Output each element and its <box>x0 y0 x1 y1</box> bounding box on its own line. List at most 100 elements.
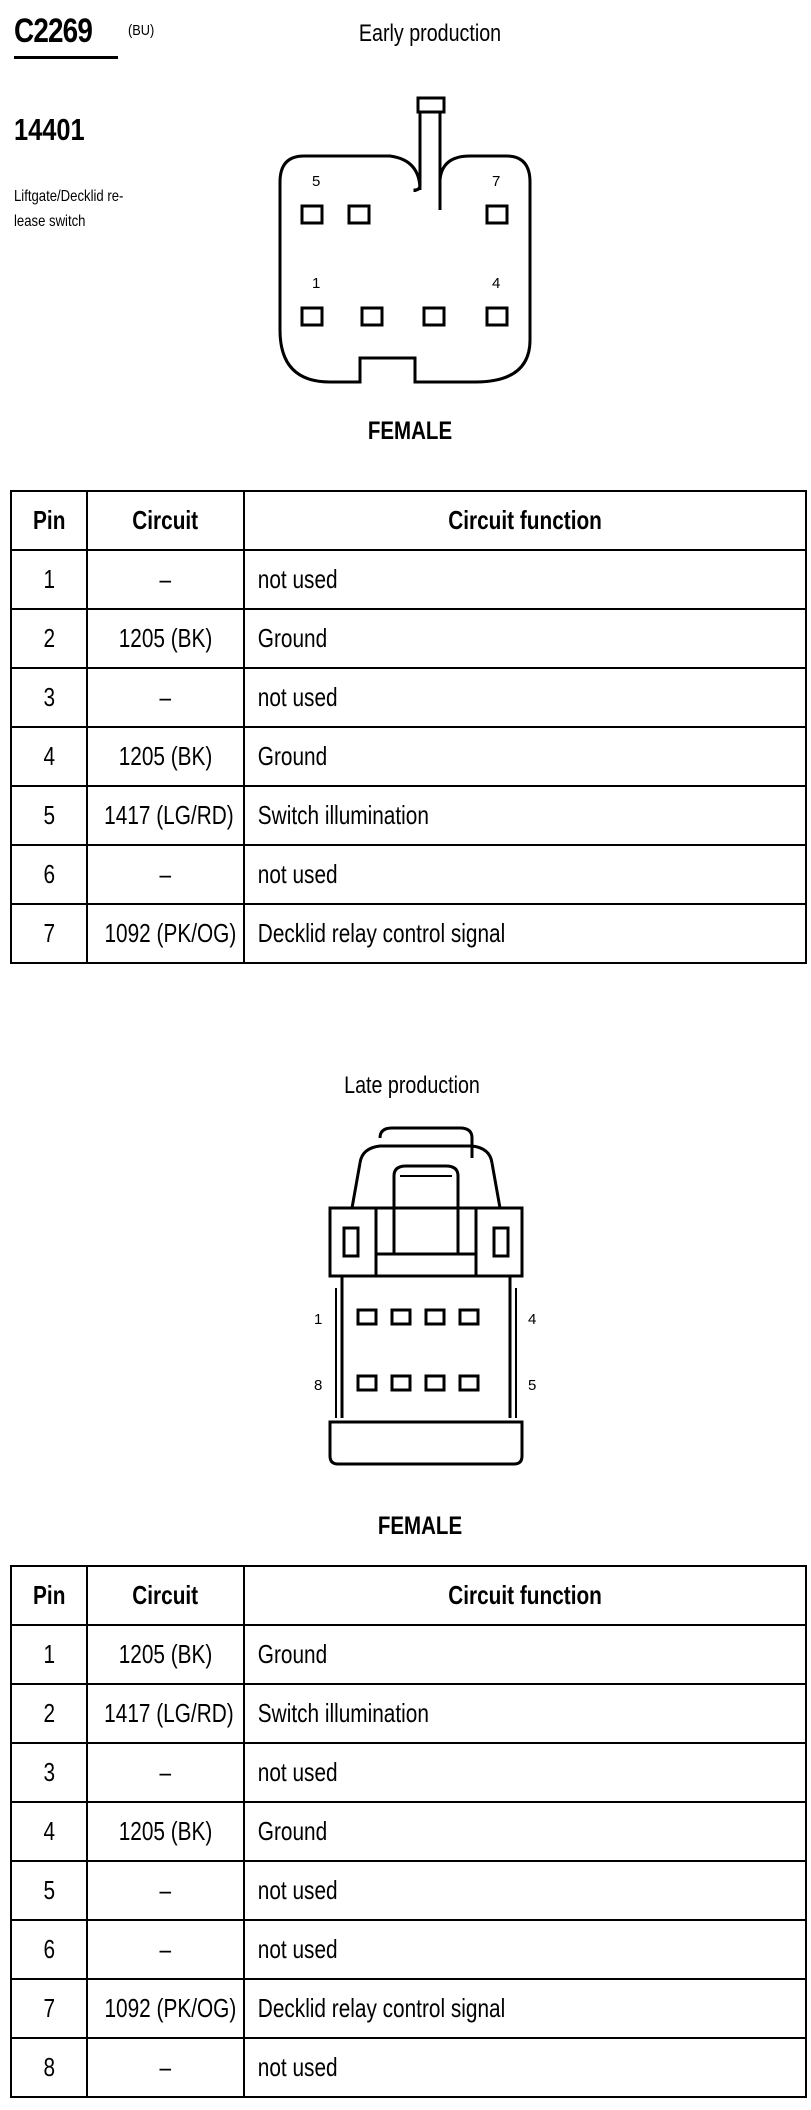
table-row: 2 1417 (LG/RD) Switch illumination <box>10 1683 807 1744</box>
early-header-circuit: Circuit <box>86 490 245 551</box>
late-header-function: Circuit function <box>243 1565 807 1626</box>
late-table-header-row: Pin Circuit Circuit function <box>10 1565 807 1626</box>
pin-cell: 2 <box>10 1683 88 1744</box>
pin-cell: 7 <box>10 1978 88 2039</box>
early-cavity-4 <box>485 306 509 327</box>
late-female-label: FEMALE <box>377 1512 463 1540</box>
late-production-title: Late production <box>344 1072 480 1099</box>
circuit-cell: – <box>86 1742 245 1803</box>
late-pin-label-5: 5 <box>528 1377 536 1394</box>
early-cavity-7 <box>485 204 509 225</box>
circuit-cell: – <box>86 2037 245 2098</box>
function-cell: not used <box>243 1742 807 1803</box>
table-row: 4 1205 (BK) Ground <box>10 1801 807 1862</box>
late-header-pin: Pin <box>10 1565 88 1626</box>
early-pin-label-7: 7 <box>492 173 500 190</box>
function-cell: Ground <box>243 1801 807 1862</box>
circuit-cell: – <box>86 549 245 610</box>
function-cell: Ground <box>243 1624 807 1685</box>
connector-description: Liftgate/Decklid re-lease switch <box>14 188 124 230</box>
circuit-cell: 1092 (PK/OG) <box>86 1978 245 2039</box>
circuit-cell: 1205 (BK) <box>86 726 245 787</box>
late-cavity-8 <box>356 1374 378 1392</box>
function-cell: not used <box>243 1860 807 1921</box>
table-row: 6 – not used <box>10 844 807 905</box>
early-cavity-3 <box>422 306 446 327</box>
early-cavity-1 <box>300 306 324 327</box>
function-cell: Ground <box>243 608 807 669</box>
early-cavity-5 <box>300 204 324 225</box>
late-cavity-4 <box>458 1308 480 1326</box>
late-connector-diagram: 1 4 8 5 <box>314 1126 536 1466</box>
early-pin-label-4: 4 <box>492 275 500 292</box>
early-female-label: FEMALE <box>367 417 453 445</box>
part-number: 14401 <box>14 112 85 147</box>
table-row: 5 1417 (LG/RD) Switch illumination <box>10 785 807 846</box>
pin-cell: 1 <box>10 549 88 610</box>
pin-cell: 6 <box>10 844 88 905</box>
late-pin-label-1: 1 <box>314 1311 322 1328</box>
function-cell: Switch illumination <box>243 785 807 846</box>
function-cell: Ground <box>243 726 807 787</box>
late-side-slot-right <box>492 1226 510 1258</box>
connector-color-code: (BU) <box>128 22 155 39</box>
pin-cell: 3 <box>10 667 88 728</box>
pin-cell: 4 <box>10 726 88 787</box>
early-table-header-row: Pin Circuit Circuit function <box>10 490 807 551</box>
late-cavity-2 <box>390 1308 412 1326</box>
late-cavity-1 <box>356 1308 378 1326</box>
late-cavity-5 <box>458 1374 480 1392</box>
table-row: 8 – not used <box>10 2037 807 2098</box>
circuit-cell: 1417 (LG/RD) <box>86 1683 245 1744</box>
function-cell: not used <box>243 2037 807 2098</box>
pin-cell: 2 <box>10 608 88 669</box>
circuit-cell: – <box>86 844 245 905</box>
pin-cell: 1 <box>10 1624 88 1685</box>
pin-cell: 4 <box>10 1801 88 1862</box>
table-row: 7 1092 (PK/OG) Decklid relay control sig… <box>10 903 807 964</box>
function-cell: Switch illumination <box>243 1683 807 1744</box>
function-cell: not used <box>243 1919 807 1980</box>
table-row: 2 1205 (BK) Ground <box>10 608 807 669</box>
table-row: 1 1205 (BK) Ground <box>10 1624 807 1685</box>
table-row: 6 – not used <box>10 1919 807 1980</box>
function-cell: Decklid relay control signal <box>243 903 807 964</box>
connector-id: C2269 <box>14 12 93 50</box>
circuit-cell: – <box>86 1919 245 1980</box>
circuit-cell: – <box>86 667 245 728</box>
late-cavity-3 <box>424 1308 446 1326</box>
early-connector-body <box>278 154 532 384</box>
circuit-cell: 1205 (BK) <box>86 608 245 669</box>
early-header-pin: Pin <box>10 490 88 551</box>
early-latch-cap <box>416 96 446 114</box>
table-row: 3 – not used <box>10 667 807 728</box>
pin-cell: 5 <box>10 1860 88 1921</box>
late-side-slot-left <box>342 1226 360 1258</box>
late-pin-table: Pin Circuit Circuit function 1 1205 (BK)… <box>10 1565 807 2098</box>
late-header-circuit: Circuit <box>86 1565 245 1626</box>
pin-cell: 8 <box>10 2037 88 2098</box>
late-connector-base <box>328 1420 524 1466</box>
circuit-cell: 1092 (PK/OG) <box>86 903 245 964</box>
pin-cell: 3 <box>10 1742 88 1803</box>
circuit-cell: 1205 (BK) <box>86 1624 245 1685</box>
early-header-function: Circuit function <box>243 490 807 551</box>
function-cell: Decklid relay control signal <box>243 1978 807 2039</box>
table-row: 3 – not used <box>10 1742 807 1803</box>
early-connector-diagram: 5 7 1 4 <box>278 96 532 384</box>
late-pin-label-4: 4 <box>528 1311 536 1328</box>
circuit-cell: 1417 (LG/RD) <box>86 785 245 846</box>
table-row: 1 – not used <box>10 549 807 610</box>
early-production-title: Early production <box>358 20 502 47</box>
function-cell: not used <box>243 667 807 728</box>
circuit-cell: – <box>86 1860 245 1921</box>
pin-cell: 5 <box>10 785 88 846</box>
late-cavity-6 <box>424 1374 446 1392</box>
early-pin-label-1: 1 <box>312 275 320 292</box>
late-latch-block <box>392 1164 460 1256</box>
late-pin-label-8: 8 <box>314 1377 322 1394</box>
connector-id-underline <box>14 56 118 59</box>
pin-cell: 7 <box>10 903 88 964</box>
late-cavity-7 <box>390 1374 412 1392</box>
table-row: 7 1092 (PK/OG) Decklid relay control sig… <box>10 1978 807 2039</box>
